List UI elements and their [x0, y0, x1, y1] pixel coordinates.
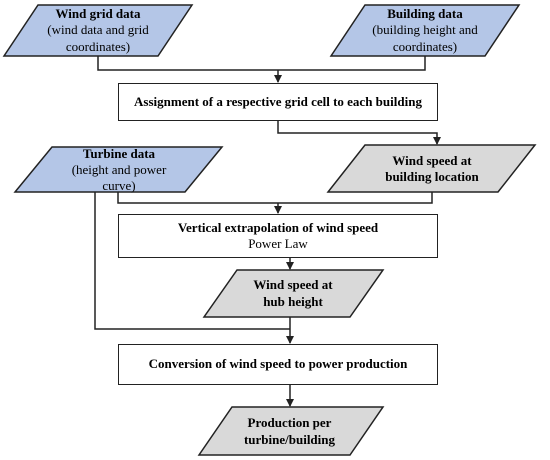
- assignment-title: Assignment of a respective grid cell to …: [134, 93, 422, 109]
- wind-grid-data-shape: [2, 4, 194, 57]
- turbine-data-title: Turbine data: [82, 145, 156, 161]
- turbine-data-shape: [13, 146, 224, 193]
- arrow-to-wind-speed-building: [277, 121, 441, 145]
- connector-turbine-merge: [117, 192, 278, 204]
- wind-grid-data-title: Wind grid data: [55, 6, 141, 22]
- building-data-subtitle: (building height and coordinates): [372, 22, 478, 54]
- wind-speed-hub-shape: [202, 269, 385, 318]
- production-shape: [197, 406, 385, 456]
- connector-turbine-bypass: [94, 192, 290, 330]
- wind-speed-hub-label: Wind speed at hub height: [228, 272, 358, 315]
- connector-wind-grid-merge: [97, 56, 278, 71]
- turbine-data-subtitle: (height and power curve): [71, 161, 167, 194]
- building-data-label: Building data (building height and coord…: [347, 6, 503, 54]
- production-title: Production per turbine/building: [243, 415, 336, 447]
- wind-speed-building-label: Wind speed at building location: [362, 148, 502, 190]
- connector-building-speed-merge: [278, 192, 433, 204]
- vertical-extrapolation-box: Vertical extrapolation of wind speed Pow…: [118, 214, 438, 258]
- conversion-box: Conversion of wind speed to power produc…: [118, 344, 438, 385]
- turbine-data-label: Turbine data (height and power curve): [34, 146, 204, 194]
- vertical-extrapolation-title: Vertical extrapolation of wind speed: [177, 219, 379, 235]
- wind-grid-data-subtitle: (wind data and grid coordinates): [47, 22, 149, 54]
- assignment-box: Assignment of a respective grid cell to …: [118, 83, 438, 121]
- wind-grid-data-label: Wind grid data (wind data and grid coord…: [20, 6, 176, 54]
- wind-speed-hub-title: Wind speed at hub height: [253, 277, 333, 309]
- conversion-title: Conversion of wind speed to power produc…: [148, 356, 408, 372]
- wind-speed-building-title: Wind speed at building location: [385, 152, 479, 184]
- connectors: [94, 56, 441, 407]
- building-data-shape: [329, 4, 521, 57]
- wind-speed-building-shape: [326, 144, 537, 193]
- vertical-extrapolation-method: Power Law: [248, 236, 308, 251]
- production-label: Production per turbine/building: [222, 410, 357, 453]
- connector-building-merge: [278, 56, 426, 71]
- building-data-title: Building data: [387, 6, 463, 22]
